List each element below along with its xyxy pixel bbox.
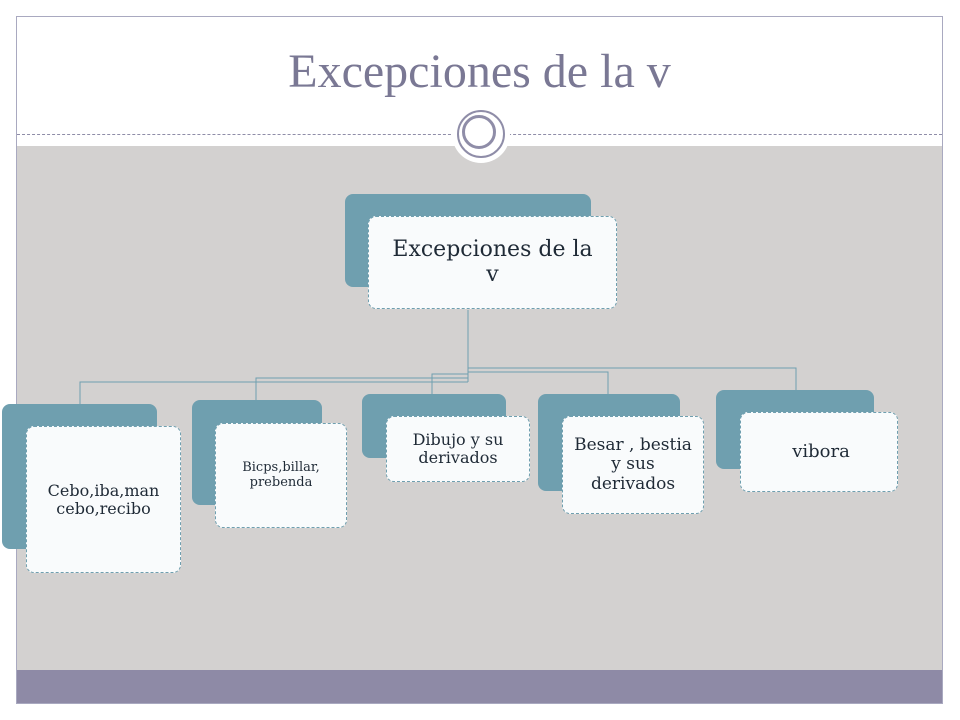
slide-title: Excepciones de la v [288, 45, 671, 98]
inner-ring [462, 115, 496, 149]
footer-bar [17, 670, 942, 703]
circle-ornament-icon [452, 105, 510, 163]
child-node-3-label: Dibujo y su derivados [386, 416, 530, 482]
root-node-label: Excepciones de la v [368, 216, 617, 309]
child-node-5-label: vibora [740, 412, 898, 492]
connector-child-3 [431, 373, 468, 394]
child-node-2-label: Bicps,billar, prebenda [215, 423, 347, 528]
connector-child-4 [468, 371, 609, 394]
outer-ring [457, 110, 505, 158]
connector-child-1 [79, 381, 468, 404]
child-node-4-label: Besar , bestia y sus derivados [562, 416, 704, 514]
connector-child-2 [255, 377, 468, 400]
child-node-1-label: Cebo,iba,man cebo,recibo [26, 426, 181, 573]
connector-child-5 [468, 367, 797, 390]
